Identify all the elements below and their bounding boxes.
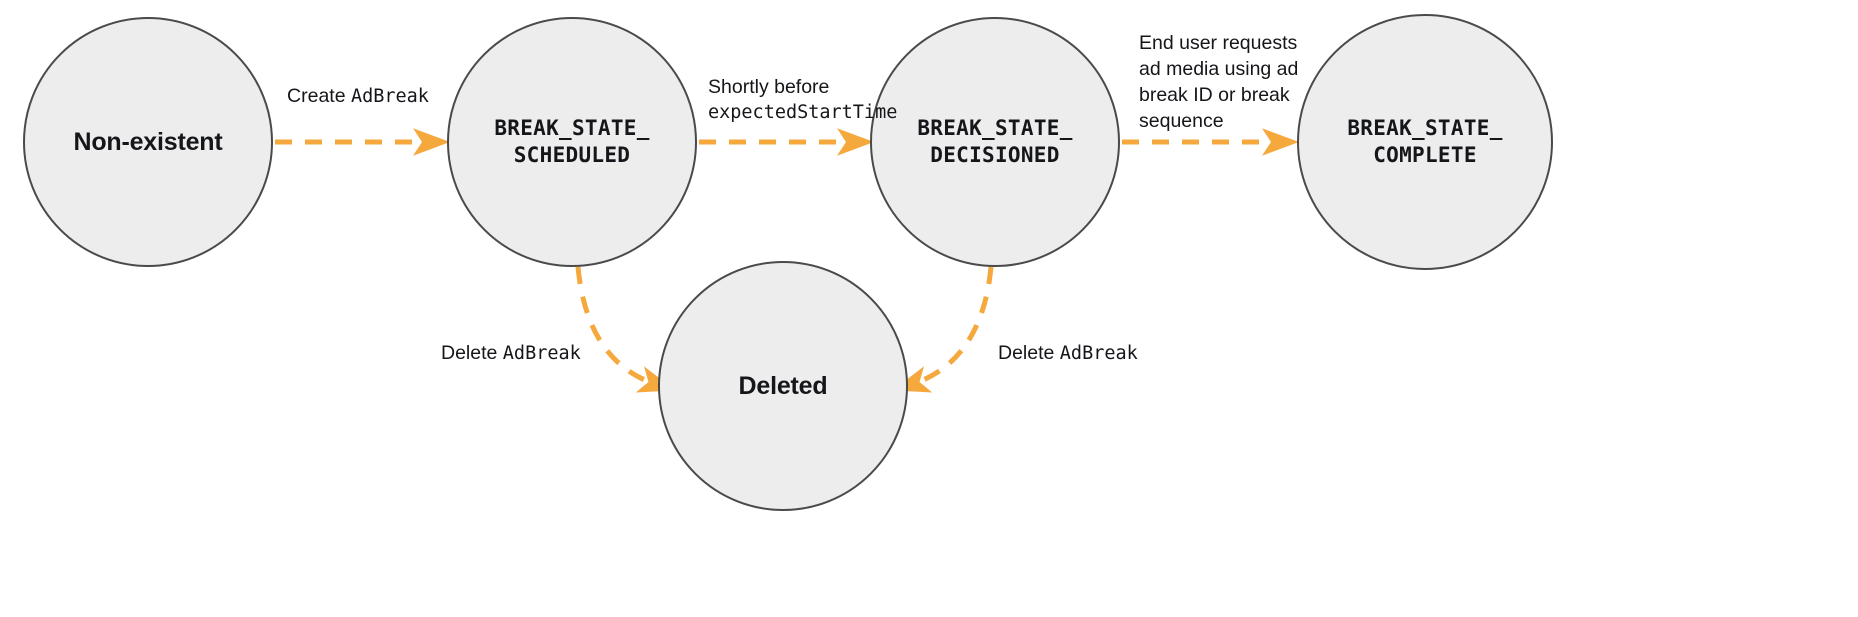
edge-label-end-user-requests-ad-media: End user requests ad media using ad brea…	[1139, 31, 1309, 135]
edge-label-text-part: End user requests	[1139, 32, 1298, 54]
state-node-label: BREAK_STATE_ DECISIONED	[917, 115, 1073, 167]
edge-label-text-part: break ID or break	[1139, 83, 1290, 106]
edge-delete-adbreak-from-scheduled	[575, 266, 676, 393]
edge-label-text-part: ad media using ad	[1139, 57, 1299, 80]
state-node-break-state-decisioned[interactable]: BREAK_STATE_ DECISIONED	[870, 17, 1120, 267]
state-node-non-existent[interactable]: Non-existent	[23, 17, 273, 267]
edge-delete-adbreak-from-decisioned	[892, 266, 994, 393]
edge-label-create-adbreak: Create AdBreak	[283, 84, 433, 110]
edge-label-text-part: sequence	[1139, 109, 1224, 132]
edge-label-code-part: AdBreak	[502, 343, 581, 364]
state-node-break-state-scheduled[interactable]: BREAK_STATE_ SCHEDULED	[447, 17, 697, 267]
edge-label-text-part: Shortly before	[708, 76, 830, 98]
state-node-label: Non-existent	[73, 127, 223, 156]
state-node-label: Deleted	[738, 371, 828, 400]
edge-label-code-part: AdBreak	[350, 86, 429, 107]
edge-label-text-part: Delete	[998, 342, 1060, 364]
edge-label-text-part: Create	[287, 85, 351, 107]
edge-label-code-part: AdBreak	[1059, 343, 1138, 364]
edge-label-delete-adbreak-from-scheduled: Delete AdBreak	[441, 341, 611, 367]
edge-label-delete-adbreak-from-decisioned: Delete AdBreak	[998, 341, 1168, 367]
edge-label-shortly-before-expected-start-time: Shortly before expectedStartTime	[708, 75, 898, 126]
edge-label-code-part: expectedStartTime	[708, 101, 898, 123]
state-node-deleted[interactable]: Deleted	[658, 261, 908, 511]
state-node-label: BREAK_STATE_ COMPLETE	[1347, 115, 1503, 167]
edge-label-text-part: Delete	[441, 342, 503, 364]
state-node-label: BREAK_STATE_ SCHEDULED	[494, 115, 650, 167]
state-node-break-state-complete[interactable]: BREAK_STATE_ COMPLETE	[1297, 14, 1553, 270]
